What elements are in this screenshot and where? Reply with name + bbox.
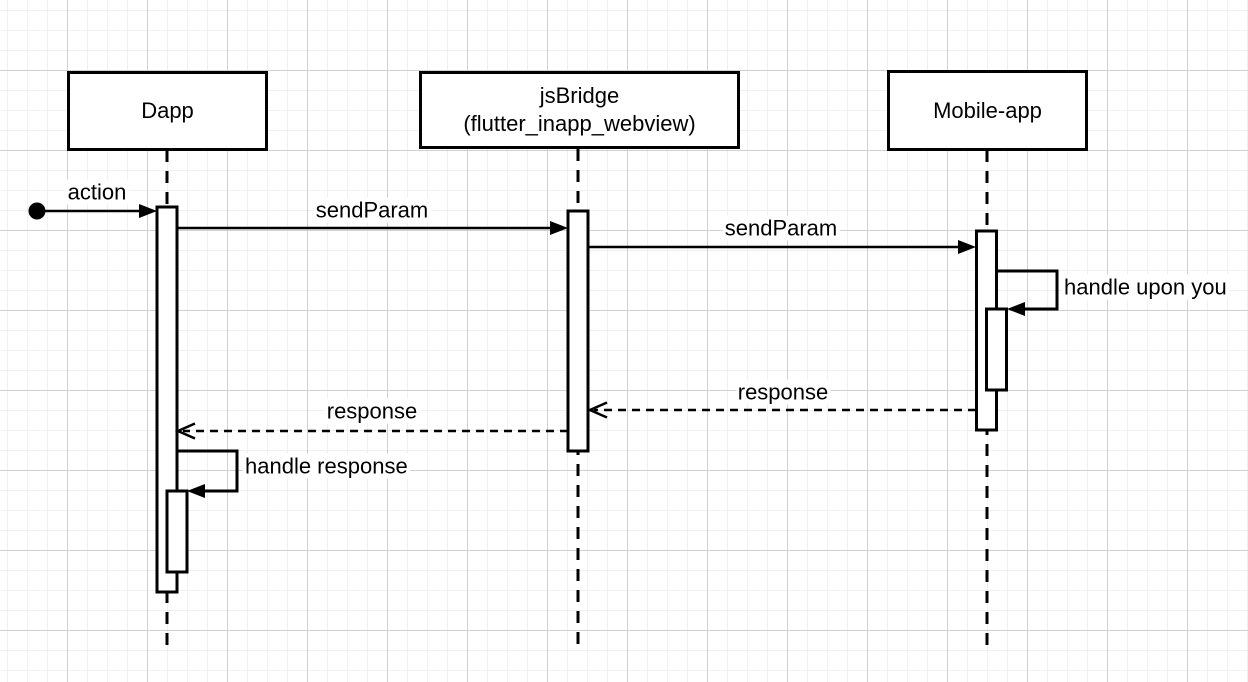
message-label-sendparam-1[interactable]: sendParam <box>313 197 431 223</box>
actor-jsbridge-label-line1: jsBridge <box>539 83 620 108</box>
message-arrow-handle-upon-you[interactable] <box>997 269 1059 316</box>
message-arrow-sendparam-2[interactable] <box>588 240 976 254</box>
actor-jsbridge-label-line2: (flutter_inapp_webview) <box>463 111 696 136</box>
message-label-handle-upon-you[interactable]: handle upon you <box>1062 274 1229 300</box>
message-label-sendparam-2[interactable]: sendParam <box>722 215 840 241</box>
message-label-handle-response[interactable]: handle response <box>243 453 410 479</box>
message-arrow-action[interactable] <box>45 204 157 218</box>
actor-dapp-label: Dapp <box>141 98 194 123</box>
message-arrow-response-1[interactable] <box>586 401 976 419</box>
actor-jsbridge[interactable]: jsBridge (flutter_inapp_webview) <box>419 71 740 149</box>
message-arrow-response-2[interactable] <box>174 422 568 440</box>
message-label-action[interactable]: action <box>65 179 129 205</box>
actor-mobile-app-label: Mobile-app <box>933 97 1042 123</box>
actor-mobile-app[interactable]: Mobile-app <box>887 70 1088 151</box>
start-node[interactable] <box>28 202 46 220</box>
activation-mobile-app-nested[interactable] <box>985 307 1008 392</box>
activation-jsbridge-main[interactable] <box>566 209 590 453</box>
message-label-response-1[interactable]: response <box>735 379 831 405</box>
message-arrow-handle-response[interactable] <box>177 449 239 498</box>
activation-dapp-nested[interactable] <box>165 489 189 574</box>
actor-dapp[interactable]: Dapp <box>67 71 268 151</box>
message-label-response-2[interactable]: response <box>324 398 420 424</box>
message-arrow-sendparam-1[interactable] <box>177 221 568 235</box>
